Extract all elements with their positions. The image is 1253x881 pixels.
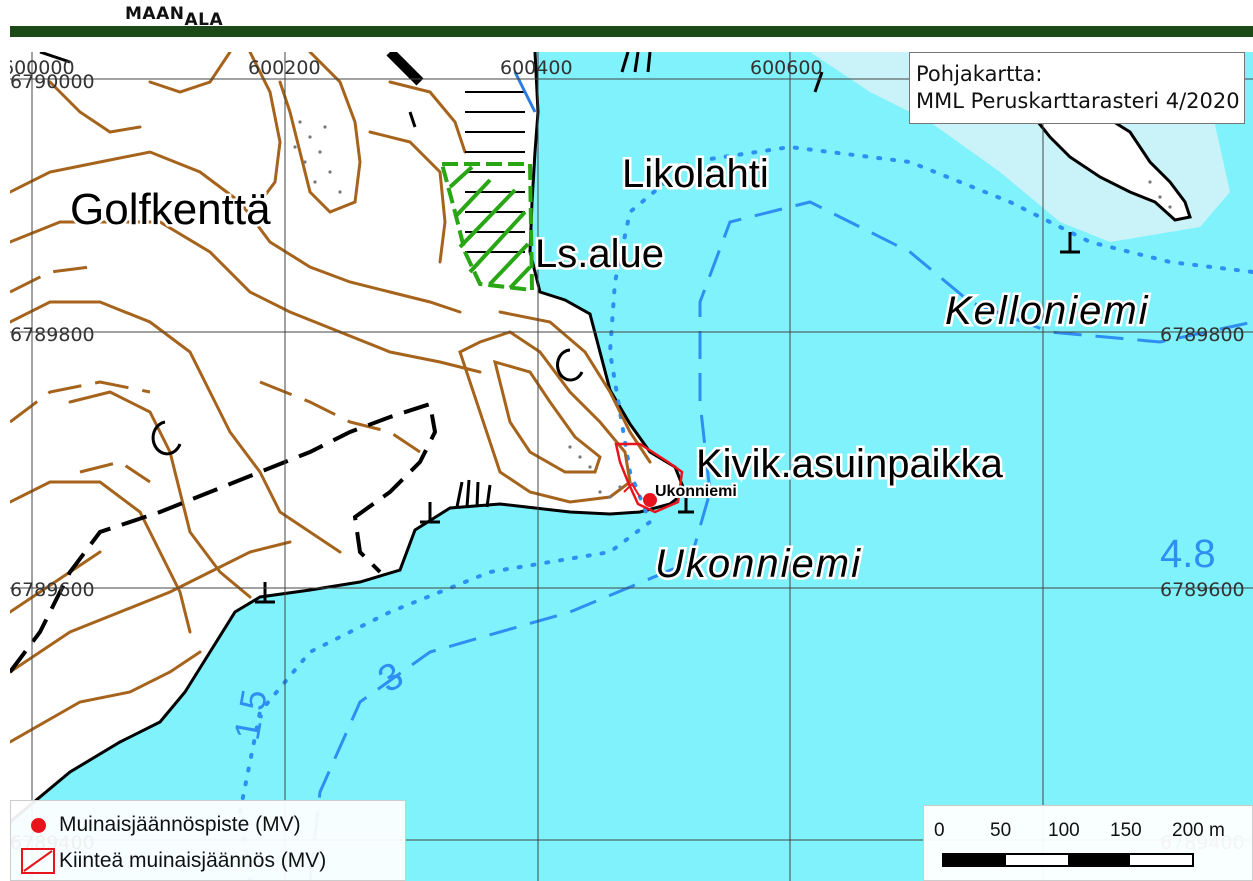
scale-bar: 0 50 100 150 200 m bbox=[923, 805, 1253, 881]
label-ls-alue: Ls.alue bbox=[535, 232, 664, 276]
x-label-600600: 600600 bbox=[750, 57, 823, 79]
legend-label-point: Muinaisjäännöspiste (MV) bbox=[59, 813, 301, 836]
terrain-symbols bbox=[151, 52, 1080, 604]
track-road bbox=[10, 401, 438, 674]
label-ukonniemi-water: Ukonniemi bbox=[655, 542, 862, 586]
relic-point-dot[interactable] bbox=[643, 493, 657, 507]
y-label-left-6790000: 6790000 bbox=[10, 71, 95, 93]
legend-label-polygon: Kiinteä muinaisjäännös (MV) bbox=[59, 849, 327, 872]
attribution-line-1: Pohjakartta: bbox=[916, 62, 1043, 86]
legend-item-point: Muinaisjäännöspiste (MV) bbox=[17, 810, 301, 840]
fixed-relic-site[interactable] bbox=[614, 442, 684, 514]
y-label-left-6789800: 6789800 bbox=[10, 324, 95, 346]
y-label-right-6789600: 6789600 bbox=[1160, 579, 1245, 601]
scale-label-100: 100 bbox=[1048, 820, 1080, 841]
red-polygon-icon bbox=[17, 848, 59, 874]
contour-lines bbox=[10, 52, 652, 744]
dashed-contours bbox=[10, 265, 421, 484]
depth-contour-1 bbox=[237, 144, 1253, 881]
shoreline bbox=[10, 52, 687, 824]
header-bar bbox=[10, 26, 1253, 37]
scale-label-50: 50 bbox=[990, 820, 1012, 841]
depth-contour-3 bbox=[308, 200, 1253, 881]
scale-label-200m: 200 m bbox=[1172, 820, 1225, 841]
y-label-right-6789800: 6789800 bbox=[1160, 324, 1245, 346]
label-golfkentta: Golfkenttä bbox=[70, 185, 271, 234]
depth-label-1-5: 1.5 bbox=[226, 686, 275, 742]
maanala-logo: MAANALA bbox=[125, 4, 223, 30]
red-dot-icon bbox=[17, 817, 59, 833]
scale-label-150: 150 bbox=[1110, 820, 1142, 841]
kelloniemi-land bbox=[1028, 90, 1192, 222]
attribution-box: Pohjakartta: MML Peruskarttarasteri 4/20… bbox=[909, 52, 1245, 124]
map-legend: Muinaisjäännöspiste (MV) Kiinteä muinais… bbox=[10, 800, 406, 881]
x-label-600000: 600000 bbox=[10, 57, 75, 79]
depth-label-4-8: 4.8 bbox=[1160, 532, 1216, 576]
label-kelloniemi: Kelloniemi bbox=[945, 289, 1150, 333]
label-kivik-asuinpaikka: Kivik.asuinpaikka bbox=[696, 442, 1004, 486]
logo-part-ala: ALA bbox=[184, 10, 224, 30]
map-canvas[interactable]: 600000 600200 600400 600600 600800 67900… bbox=[10, 52, 1253, 881]
topographic-map[interactable]: 600000 600200 600400 600600 600800 67900… bbox=[10, 52, 1253, 881]
label-likolahti: Likolahti bbox=[622, 152, 769, 196]
sand-dots bbox=[293, 120, 1172, 499]
y-label-left-6789600: 6789600 bbox=[10, 579, 95, 601]
x-label-600400: 600400 bbox=[500, 57, 573, 79]
label-ukonniemi-site: Ukonniemi bbox=[655, 483, 737, 500]
protected-area bbox=[439, 162, 535, 293]
lake-water bbox=[10, 52, 1253, 881]
logo-part-maan: MAAN bbox=[125, 4, 185, 24]
coordinate-grid bbox=[10, 52, 1253, 881]
x-label-600200: 600200 bbox=[248, 57, 321, 79]
attribution-line-2: MML Peruskarttarasteri 4/2020 bbox=[916, 89, 1240, 113]
legend-item-polygon: Kiinteä muinaisjäännös (MV) bbox=[17, 846, 326, 876]
scale-label-0: 0 bbox=[934, 820, 945, 841]
scale-bar-segments bbox=[942, 853, 1194, 867]
